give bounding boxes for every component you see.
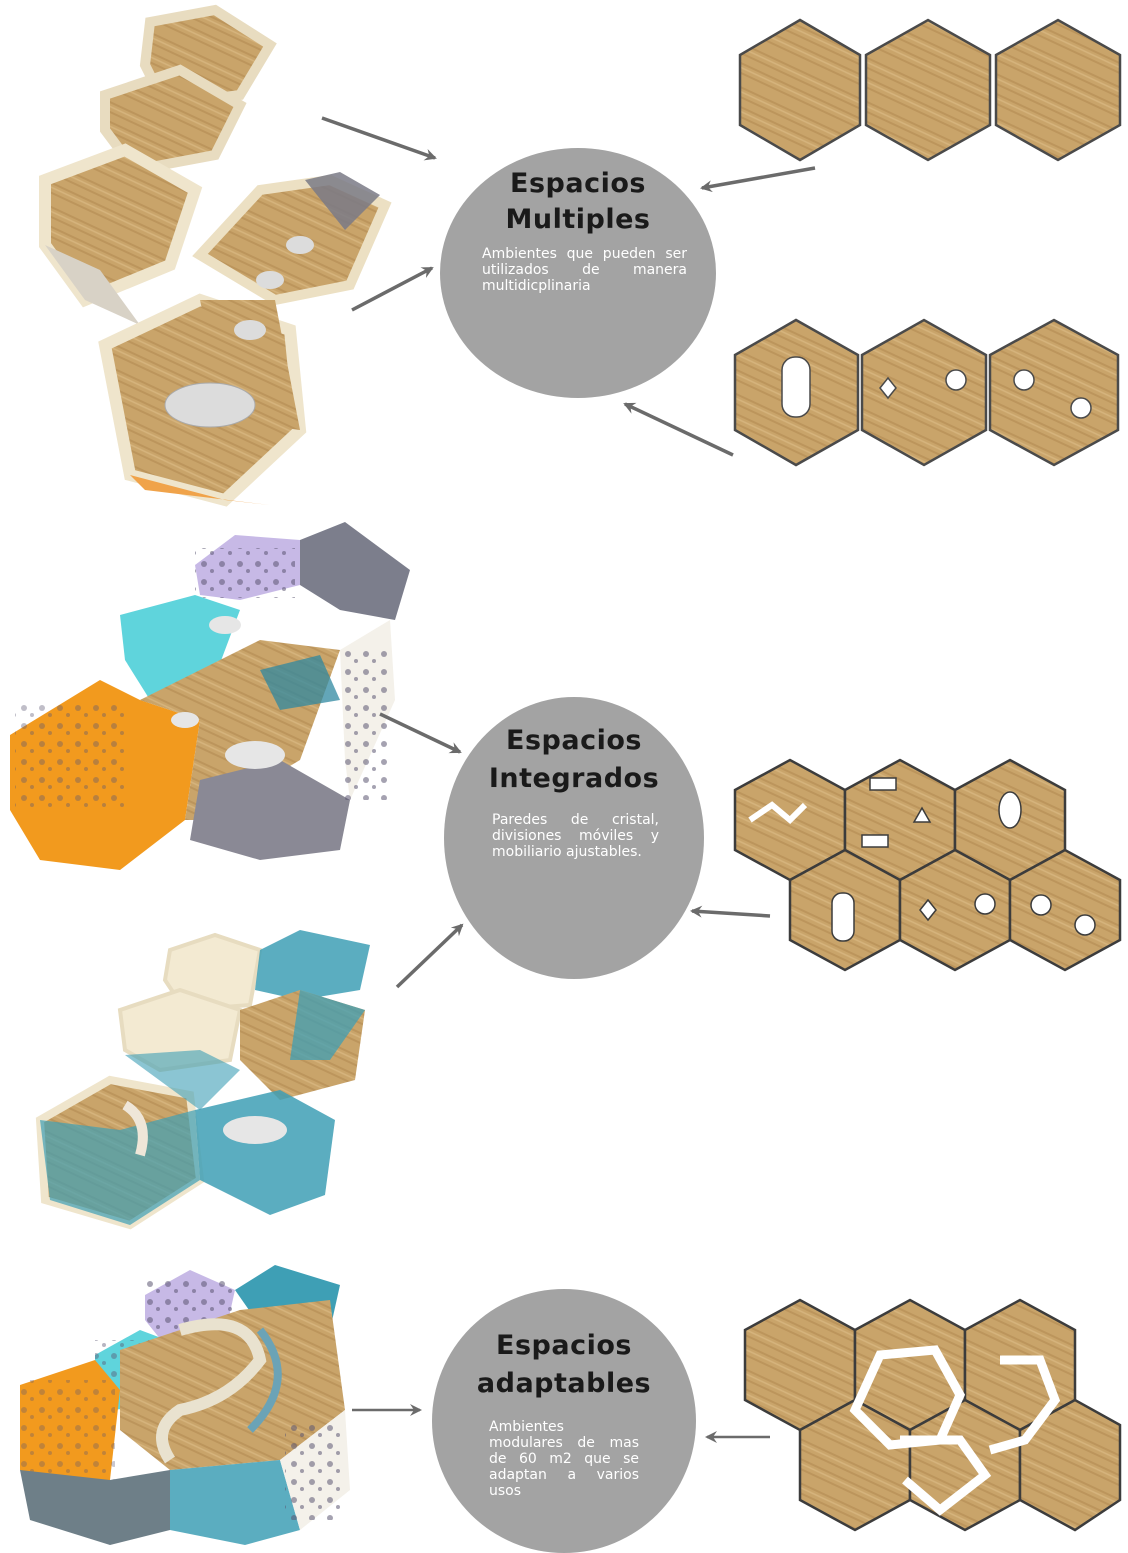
- plan-adaptables: [743, 1298, 1122, 1532]
- node-description: Ambientes modulares de mas de 60 m2 que …: [489, 1419, 639, 1499]
- model-integrados-glass: [35, 930, 370, 1230]
- arrow-1: [321, 116, 437, 161]
- node-title-line2: Multiples: [505, 204, 651, 235]
- node-description: Ambientes que pueden ser utilizados de m…: [482, 246, 687, 294]
- node-title-line1: Espacios: [506, 725, 642, 756]
- plan-multiples-empty: [738, 18, 1122, 162]
- node-title-line2: Integrados: [488, 763, 660, 794]
- node-title-line1: Espacios: [510, 168, 646, 199]
- model-integrados-colored: [10, 522, 410, 870]
- model-multiples-empty: [39, 4, 277, 325]
- arrow-6: [395, 923, 464, 989]
- node-title-line2: adaptables: [476, 1368, 652, 1399]
- espacios-integrados-node: Espacios Integrados Paredes de cristal, …: [444, 697, 704, 979]
- espacios-multiples-node: Espacios Multiples Ambientes que pueden …: [440, 148, 716, 398]
- model-multiples-furnished: [98, 172, 392, 507]
- plan-integrados: [733, 758, 1122, 972]
- espacios-adaptables-node: Espacios adaptables Ambientes modulares …: [432, 1289, 696, 1553]
- arrow-5: [379, 712, 462, 754]
- arrow-2: [351, 266, 434, 312]
- node-description: Paredes de cristal, divisiones móviles y…: [492, 812, 659, 860]
- arrow-7: [690, 905, 771, 918]
- arrow-3: [700, 166, 816, 193]
- arrows: [321, 116, 816, 1443]
- arrow-4: [623, 402, 734, 457]
- model-adaptables: [20, 1265, 350, 1545]
- plan-multiples-furnished: [733, 318, 1120, 467]
- node-title-line1: Espacios: [496, 1330, 632, 1361]
